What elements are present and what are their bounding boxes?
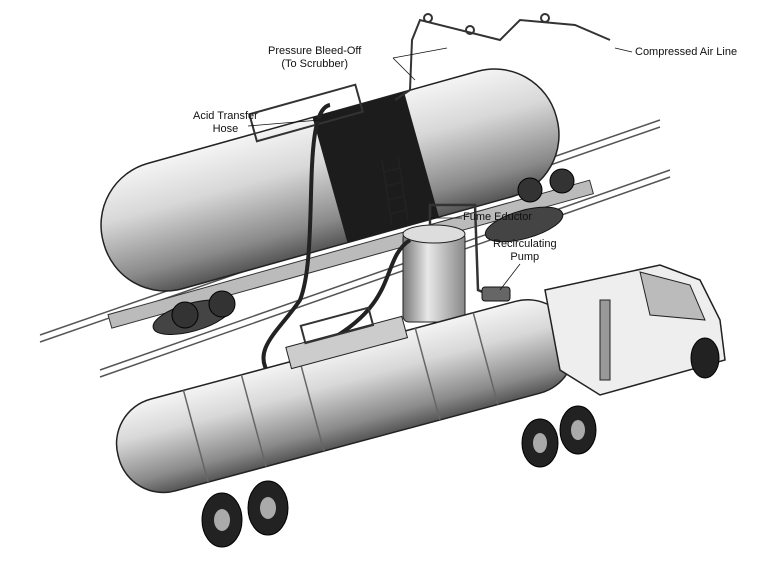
label-acid-transfer-hose-line1: Acid Transfer (193, 110, 258, 122)
fume-eductor-tank (329, 203, 491, 342)
rail-car-wheels (171, 168, 575, 329)
label-recirculating-pump-line1: Recirculating (493, 238, 557, 250)
label-compressed-air-line: Compressed Air Line (635, 46, 738, 58)
label-acid-transfer-hose: Acid Transfer Hose (193, 110, 258, 136)
label-acid-transfer-hose-line2: Hose (212, 123, 239, 135)
truck-cab (544, 264, 726, 396)
acid-transfer-hose (261, 103, 331, 377)
compressed-air-piping (394, 13, 611, 101)
label-recirculating-pump: Recirculating Pump (493, 238, 557, 264)
rail-car-ladder (381, 155, 409, 226)
leader-lines (247, 47, 633, 291)
label-pressure-bleed-off-line1: Pressure Bleed-Off (268, 45, 362, 57)
tank-truck-trailer (115, 299, 576, 494)
label-pressure-bleed-off: Pressure Bleed-Off (To Scrubber) (268, 45, 361, 71)
label-recirculating-pump-line2: Pump (510, 251, 540, 263)
rail-tank-car (100, 68, 594, 335)
recirculating-pump (481, 286, 511, 302)
label-fume-eductor: Fume Eductor (463, 211, 533, 223)
label-pressure-bleed-off-line2: (To Scrubber) (281, 58, 348, 70)
